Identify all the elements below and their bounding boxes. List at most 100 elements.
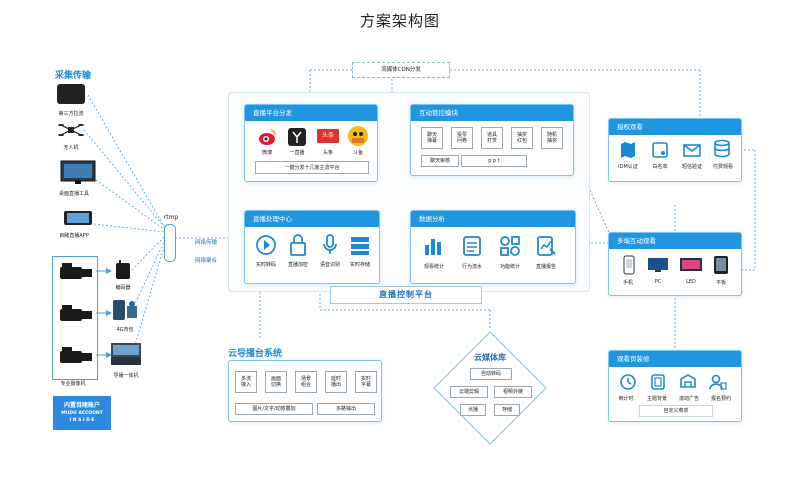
- media-cell: 存储: [494, 404, 520, 416]
- cloud-director-label: 云导播台系统: [228, 349, 283, 359]
- net-aggregate-label: 网络聚合: [194, 258, 217, 264]
- media-cell: 点播: [460, 404, 486, 416]
- terminal-label: 手机: [622, 280, 633, 286]
- monitor-icon: [60, 160, 96, 186]
- report-icon: [535, 235, 557, 257]
- camera-device-label: 编码器: [115, 285, 131, 291]
- auth-label: 短信验证: [681, 164, 702, 170]
- capture-device-image: [57, 84, 85, 104]
- control-cell: 道具 打赏: [481, 127, 503, 149]
- capture-item-label: 桌面直播工具: [58, 191, 89, 197]
- whitelist-icon: [651, 141, 669, 159]
- tablet-device-icon: [713, 255, 729, 275]
- camera-icon: [56, 346, 94, 368]
- mudu-inside-badge: 内置目睹账户 MUDU ACCOUNT I N S I D E: [53, 396, 111, 430]
- cdn-box: 流媒体CDN分发: [352, 62, 450, 78]
- control-cell: 聊天 弹幕: [421, 127, 443, 149]
- encoder-icon: [115, 260, 131, 280]
- director-cell: 场景 组合: [295, 371, 317, 393]
- badge-line2: MUDU ACCOUNT: [61, 411, 103, 416]
- mail-icon: [683, 141, 701, 159]
- drone-icon: [58, 120, 84, 140]
- coins-icon: [713, 139, 731, 159]
- backpack-icon: [110, 298, 140, 322]
- control-platform-bar: 直播控制平台: [330, 286, 482, 304]
- switcher-icon: [110, 342, 142, 366]
- weibo-icon: [257, 127, 277, 147]
- director-footer-left: 图片/文字/动效叠加: [235, 403, 313, 415]
- yizhibo-icon: [287, 127, 307, 147]
- rtmp-connector: [164, 224, 176, 262]
- cloud-director-panel: 多流 接入 画面 切换 场景 组合 延时 播出 实时 字幕 图片/文字/动效叠加…: [228, 360, 382, 422]
- distribution-footer: 一键分发十几家主流平台: [255, 161, 369, 174]
- director-cell: 多流 接入: [235, 371, 257, 393]
- toutiao-logo-text: 头条: [321, 132, 334, 139]
- director-footer-right: 多路输出: [317, 403, 375, 415]
- document-icon: [461, 235, 483, 257]
- camera-device-label: 4G背包: [116, 327, 134, 333]
- microphone-icon: [319, 233, 341, 257]
- control-cell: 随机 抽奖: [541, 127, 563, 149]
- badge-line1: 内置目睹账户: [63, 402, 100, 409]
- pc-icon: [647, 257, 669, 273]
- director-cell: 画面 切换: [265, 371, 287, 393]
- media-library-title: 云媒体库: [474, 353, 506, 362]
- live-distribution-title: 直播平台分发: [245, 105, 377, 121]
- viewing-page-panel: 观看页装修 倒计时 主题背景 滚动广告 报名预约 自定义菜单: [608, 350, 742, 422]
- interactive-control-title: 互动管控模块: [411, 105, 573, 121]
- ppt-cell: p p t: [461, 155, 527, 167]
- live-distribution-panel: 直播平台分发 头条 微博 一直播 头条 斗鱼 一键分发十几家主流平台: [244, 104, 378, 182]
- douyu-icon: [347, 125, 369, 147]
- led-icon: [679, 257, 703, 273]
- terminal-label: PC: [654, 279, 662, 285]
- processing-label: 实时转码: [255, 262, 276, 268]
- processing-label: 实时存储: [349, 262, 370, 268]
- processing-panel: 直播处理中心 实时转码 直播加密 语音识别 实时存储: [244, 210, 380, 284]
- processing-title: 直播处理中心: [245, 211, 379, 227]
- auth-label: 付费观看: [712, 164, 733, 170]
- map-icon: [619, 141, 637, 159]
- platform-label: 一直播: [289, 150, 305, 156]
- terminal-label: 平板: [715, 280, 726, 286]
- terminal-label: LED: [686, 279, 696, 285]
- data-analysis-title: 数据分析: [411, 211, 575, 227]
- director-cell: 延时 播出: [325, 371, 347, 393]
- camera-device-label: 导播一体机: [113, 373, 139, 379]
- processing-label: 直播加密: [287, 262, 308, 268]
- control-cell: 投票 问卷: [451, 127, 473, 149]
- multi-terminal-title: 多端互动观看: [609, 233, 741, 249]
- rtmp-label: rtmp: [163, 214, 179, 221]
- auth-label: IDM认证: [618, 164, 638, 170]
- camera-group: [52, 256, 98, 380]
- tablet-icon: [63, 210, 93, 226]
- processing-label: 语音识别: [319, 262, 340, 268]
- analysis-label: 直播报告: [535, 264, 556, 270]
- theme-icon: [649, 373, 667, 391]
- interactive-control-panel: 互动管控模块 聊天 弹幕 投票 问卷 道具 打赏 抽奖 红包 随机 抽奖 聊天审…: [410, 104, 574, 176]
- multi-terminal-panel: 多端互动观看 手机 PC LED 平板: [608, 232, 742, 296]
- user-register-icon: [709, 373, 727, 391]
- platform-label: 微博: [261, 150, 272, 156]
- viewing-page-label: 报名预约: [710, 396, 731, 402]
- chat-review-cell: 聊天审核: [421, 155, 459, 167]
- media-cell: 云端剪辑: [450, 386, 488, 398]
- auth-panel: 授权观看 IDM认证 白名单 短信验证 付费观看: [608, 118, 742, 182]
- toutiao-icon: 头条: [317, 129, 339, 143]
- media-library-shape: [433, 331, 547, 445]
- analysis-label: 行为流水: [461, 264, 482, 270]
- control-cell: 抽奖 红包: [511, 127, 533, 149]
- viewing-page-title: 观看页装修: [609, 351, 741, 367]
- media-cell: 自动转码: [470, 368, 512, 380]
- camera-label: 专业摄像机: [60, 381, 86, 387]
- media-library: 云媒体库 自动转码 云端剪辑 视频外链 点播 存储: [430, 328, 550, 448]
- viewing-page-label: 倒计时: [618, 396, 634, 402]
- lock-icon: [287, 233, 309, 257]
- capture-label: 采集传输: [55, 71, 92, 81]
- modules-icon: [499, 235, 521, 257]
- capture-item-label: 第三方拉流: [58, 111, 84, 117]
- net-transfer-label: 网络传输: [194, 240, 217, 246]
- badge-line3: I N S I D E: [69, 418, 95, 423]
- data-analysis-panel: 数据分析 观看统计 行为流水 功能统计 直播报告: [410, 210, 576, 284]
- ad-icon: [679, 373, 697, 391]
